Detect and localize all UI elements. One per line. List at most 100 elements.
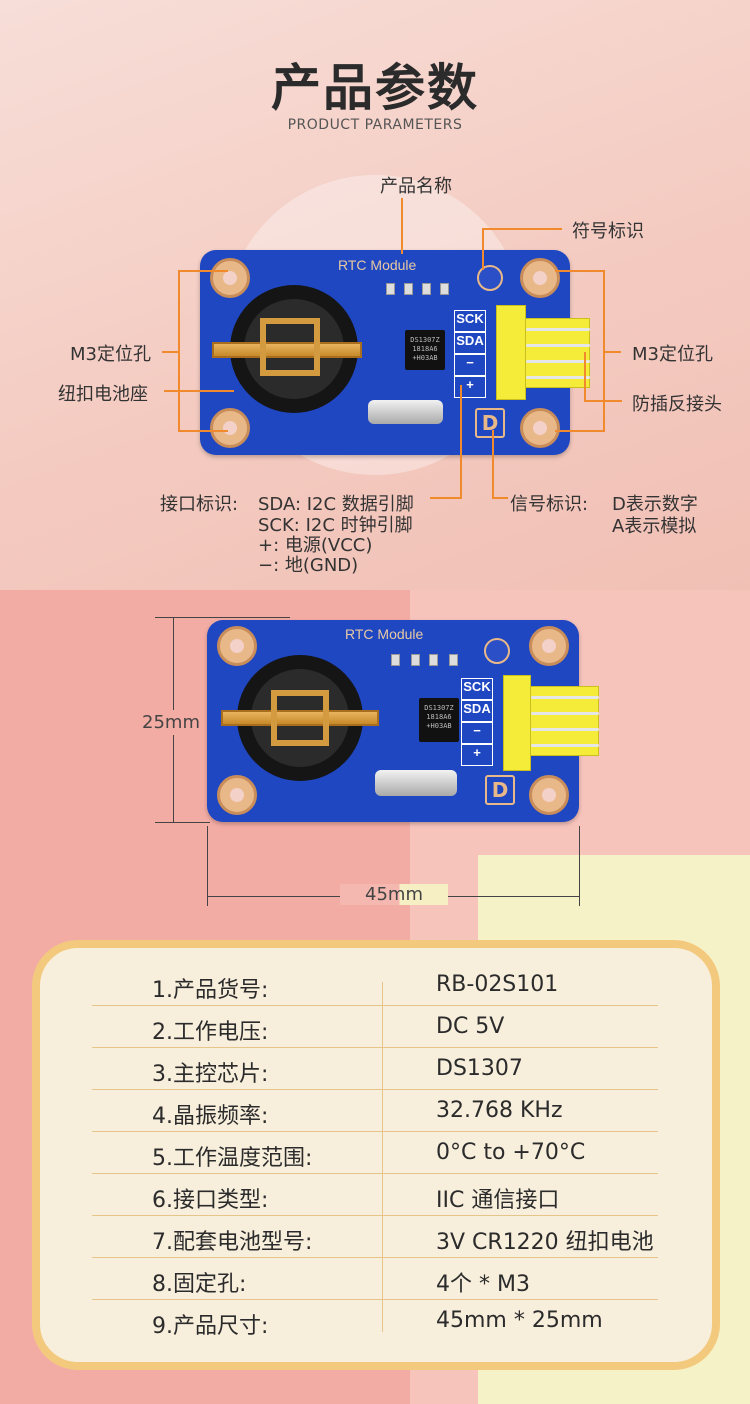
annotation-interface-title: 接口标识: (160, 494, 239, 515)
pin-label-sck: SCK (454, 310, 486, 332)
annotation-anti-reverse: 防插反接头 (632, 394, 722, 415)
spec-row-divider (92, 1131, 658, 1132)
rtc-board-dimensioned: RTC Module DS1307Z 1818A6 +H03AB SCK SDA… (207, 620, 599, 822)
mount-hole-top-left (217, 626, 257, 666)
battery-clip (212, 342, 362, 358)
annotation-interface-line: +: 电源(VCC) (258, 535, 373, 556)
mount-hole-bottom-left (217, 775, 257, 815)
spec-value: 4个 * M3 (436, 1272, 530, 1297)
spec-row: 1.产品货号: RB-02S101 (96, 964, 666, 1006)
ds1307-chip: DS1307Z 1818A6 +H03AB (405, 330, 445, 370)
annotation-interface-line: SDA: I2C 数据引脚 (258, 494, 414, 515)
leader-line-symbol (482, 228, 484, 270)
spec-row-divider (92, 1257, 658, 1258)
leader-bracket-m3-left (178, 270, 228, 432)
spec-value: IIC 通信接口 (436, 1188, 560, 1213)
board-silkscreen-label: RTC Module (338, 257, 417, 273)
pin-label-sda: SDA (461, 700, 493, 722)
battery-clip (221, 710, 379, 726)
annotation-interface-line: −: 地(GND) (258, 555, 359, 576)
board-silkscreen-label: RTC Module (345, 626, 424, 642)
leader-line-anti-reverse (584, 400, 622, 402)
pin (531, 744, 599, 747)
pin-header-connector (503, 675, 531, 771)
smd-component (411, 654, 420, 666)
spec-row: 7.配套电池型号:3V CR1220 纽扣电池 (96, 1216, 666, 1258)
spec-value: 3V CR1220 纽扣电池 (436, 1230, 654, 1255)
pin-label-sda: SDA (454, 332, 486, 354)
clock-symbol-icon (477, 265, 503, 291)
pin-label-vcc: + (454, 376, 486, 398)
mount-hole-bottom-left (210, 408, 250, 448)
mount-hole-top-right (520, 258, 560, 298)
dim-extension-bottom (155, 822, 210, 823)
pin (531, 712, 599, 715)
mount-hole-top-left (210, 258, 250, 298)
leader-line-interface-h (430, 497, 462, 499)
spec-value: DC 5V (436, 1014, 505, 1039)
mount-hole-bottom-right (529, 775, 569, 815)
spec-row-divider (92, 1089, 658, 1090)
spec-row-divider (92, 1005, 658, 1006)
leader-line-m3-left (162, 351, 178, 353)
leader-line-m3-right (605, 351, 621, 353)
pin-label-gnd: − (461, 722, 493, 744)
spec-label: 5.工作温度范围: (152, 1146, 313, 1171)
dim-width-label: 45mm (340, 884, 448, 905)
pin-label-vcc: + (461, 744, 493, 766)
battery-clip-frame (271, 690, 329, 746)
digital-signal-symbol: D (485, 775, 515, 805)
dim-extension-right (579, 826, 580, 906)
spec-row: 4.晶振频率:32.768 KHz (96, 1090, 666, 1132)
spec-label: 9.产品尺寸: (152, 1314, 269, 1339)
ds1307-chip: DS1307Z 1818A6 +H03AB (419, 698, 459, 742)
leader-line-battery (164, 390, 234, 392)
spec-row-divider (92, 1173, 658, 1174)
spec-label: 1.产品货号: (152, 978, 269, 1003)
pin-label-sck: SCK (461, 678, 493, 700)
annotation-m3-left: M3定位孔 (70, 344, 151, 365)
digital-signal-symbol: D (475, 408, 505, 438)
spec-row: 5.工作温度范围: 0°C to +70°C (96, 1132, 666, 1174)
mount-hole-bottom-right (520, 408, 560, 448)
spec-value: DS1307 (436, 1056, 523, 1081)
rtc-board-annotated: RTC Module DS1307Z 1818A6 +H03AB SCK SDA… (200, 250, 590, 455)
annotation-product-name: 产品名称 (380, 176, 452, 197)
leader-line-interface (460, 385, 462, 498)
dim-extension-left (207, 826, 208, 906)
spec-label: 6.接口类型: (152, 1188, 269, 1213)
leader-line-symbol-h (482, 228, 562, 230)
smd-component (386, 283, 395, 295)
leader-line-product-name (401, 198, 403, 254)
annotation-symbol-mark: 符号标识 (572, 221, 644, 242)
battery-clip-frame (260, 318, 320, 376)
annotation-interface-line: SCK: I2C 时钟引脚 (258, 515, 413, 536)
annotation-signal-line: A表示模拟 (612, 516, 697, 537)
smd-component (404, 283, 413, 295)
pin-header-connector (496, 305, 526, 400)
spec-label: 2.工作电压: (152, 1020, 269, 1045)
smd-component (429, 654, 438, 666)
pin (531, 728, 599, 731)
pin (526, 328, 590, 331)
spec-row: 2.工作电压: DC 5V (96, 1006, 666, 1048)
leader-bracket-m3-right (555, 270, 605, 432)
spec-label: 3.主控芯片: (152, 1062, 269, 1087)
spec-row: 3.主控芯片: DS1307 (96, 1048, 666, 1090)
smd-component (449, 654, 458, 666)
leader-line-signal-h (492, 497, 508, 499)
smd-component (391, 654, 400, 666)
spec-row: 8.固定孔:4个 * M3 (96, 1258, 666, 1300)
smd-component (422, 283, 431, 295)
crystal-oscillator (375, 770, 457, 796)
leader-line-anti-reverse-v (584, 352, 586, 402)
spec-value: 0°C to +70°C (436, 1140, 586, 1165)
spec-value: RB-02S101 (436, 972, 559, 997)
spec-row-divider (92, 1299, 658, 1300)
leader-line-signal (492, 430, 494, 498)
annotation-signal-line: D表示数字 (612, 494, 698, 515)
spec-row: 6.接口类型: IIC 通信接口 (96, 1174, 666, 1216)
spec-row: 9.产品尺寸:45mm * 25mm (96, 1300, 666, 1342)
spec-row-divider (92, 1047, 658, 1048)
annotation-signal-title: 信号标识: (510, 494, 589, 515)
